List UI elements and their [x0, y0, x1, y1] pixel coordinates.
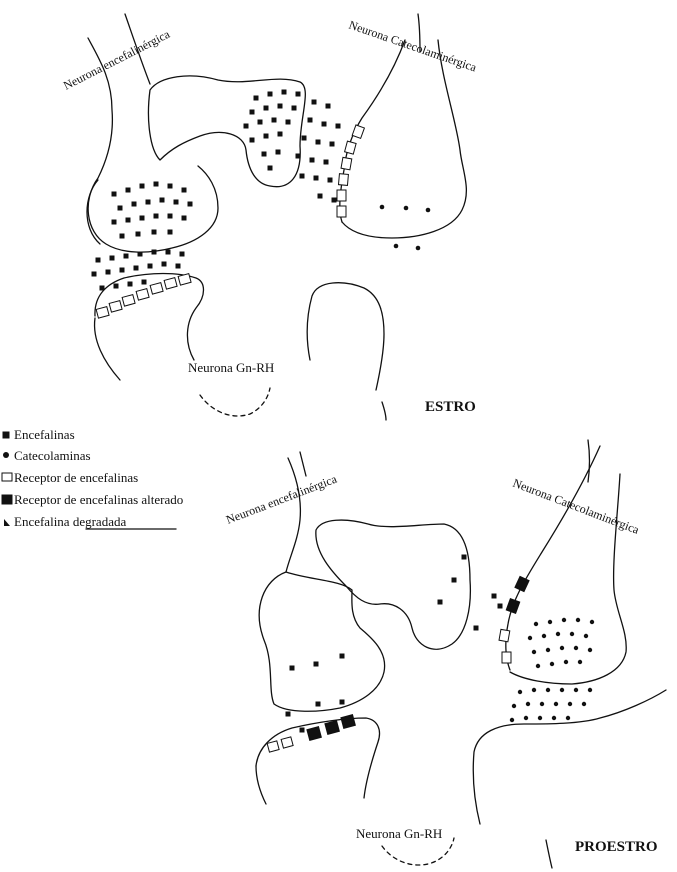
proestro-enkephalin-neuron-axon: [286, 458, 300, 572]
proestro-gnrh-label: Neurona Gn-RH: [356, 826, 442, 841]
legend-item-catecolaminas: Catecolaminas: [3, 448, 91, 463]
estro-enkephalin-bouton-left: [87, 180, 100, 244]
legend-item-degraded: Encefalina degradada: [4, 514, 176, 529]
proestro-gnrh-bottom-right: [546, 840, 552, 868]
legend-item-receptor: Receptor de encefalinas: [2, 470, 138, 485]
legend-label: Encefalinas: [14, 427, 75, 442]
proestro-receptors-catecholamine: [499, 576, 529, 663]
estro-upper-bouton-vesicles: [244, 90, 340, 202]
proestro-gnrh-dashed: [382, 838, 454, 865]
estro-gnrh-neuron-top: [95, 274, 204, 361]
panel-estro: Neurona encefalinérgica Neurona Catecola…: [61, 14, 479, 420]
proestro-catecholamine-dots: [510, 618, 594, 722]
estro-catecholamine-neuron-label: Neurona Catecolaminérgica: [347, 18, 479, 75]
proestro-enkephalin-neuron-label: Neurona encefalinérgica: [224, 471, 339, 526]
panel-proestro: Neurona encefalinérgica Neurona Catecola…: [224, 440, 666, 868]
filled-dot-icon: [3, 452, 9, 458]
proestro-upper-bouton: [316, 520, 471, 649]
estro-stage-label: ESTRO: [425, 399, 476, 415]
proestro-enkephalin-axon-2: [300, 452, 306, 476]
legend-item-receptor-altered: Receptor de encefalinas alterado: [2, 492, 183, 507]
proestro-catecholamine-neuron-axon-2: [588, 440, 590, 482]
open-rect-icon: [2, 473, 12, 481]
estro-gnrh-label: Neurona Gn-RH: [188, 360, 274, 375]
estro-catecholamine-neuron-axon: [340, 40, 405, 222]
legend: Encefalinas Catecolaminas Receptor de en…: [2, 427, 183, 529]
estro-gnrh-bottom-right: [382, 402, 386, 420]
estro-gnrh-dashed: [200, 388, 270, 416]
proestro-gnrh-right: [473, 690, 666, 824]
estro-enkephalin-neuron-label: Neurona encefalinérgica: [61, 27, 173, 93]
legend-label: Receptor de encefalinas alterado: [14, 492, 183, 507]
legend-label: Receptor de encefalinas: [14, 470, 138, 485]
estro-gnrh-neuron-right: [307, 283, 384, 390]
filled-square-icon: [3, 432, 9, 438]
filled-rect-icon: [2, 495, 12, 504]
proestro-enkephalin-bouton: [259, 572, 384, 711]
estro-gnrh-neuron-left: [95, 318, 120, 380]
legend-label: Encefalina degradada: [14, 514, 126, 529]
proestro-catecholamine-neuron-label: Neurona Catecolaminérgica: [511, 476, 642, 537]
estro-receptors-catecholamine: [337, 125, 364, 217]
degraded-mark-icon: [4, 519, 10, 526]
legend-item-encefalinas: Encefalinas: [3, 427, 75, 442]
estro-catecholamine-dots: [380, 205, 431, 251]
proestro-stage-label: PROESTRO: [575, 839, 658, 855]
legend-label: Catecolaminas: [14, 448, 91, 463]
proestro-gnrh-left-stem: [256, 766, 266, 804]
